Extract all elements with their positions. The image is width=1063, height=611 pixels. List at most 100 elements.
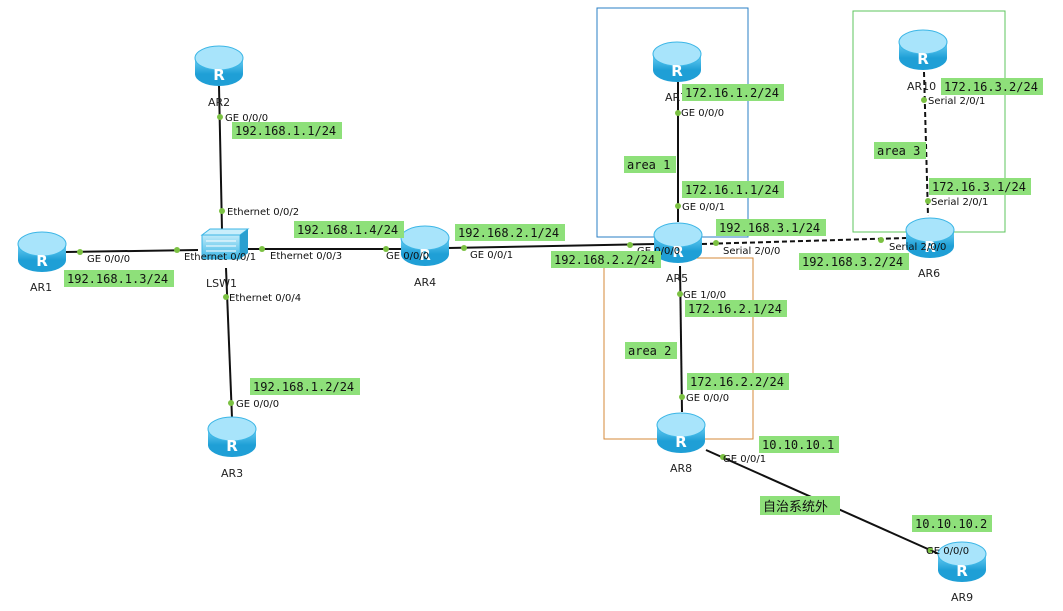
- node-label-ar1: AR1: [30, 281, 52, 294]
- svg-text:R: R: [956, 562, 968, 580]
- port-label: GE 0/0/0: [225, 113, 268, 124]
- router-icon-ar8[interactable]: R: [656, 412, 706, 453]
- ip-label-bg: [250, 378, 360, 395]
- node-label-ar7: AR7: [665, 91, 687, 104]
- port-dot: [679, 394, 685, 400]
- ip-label: 192.168.2.2/24: [554, 253, 655, 267]
- ip-label-bg: [455, 224, 565, 241]
- ip-label-bg: [912, 515, 992, 532]
- svg-text:R: R: [213, 66, 225, 84]
- area-label: area 3: [877, 144, 920, 158]
- ip-label-bg: [759, 436, 839, 453]
- node-label-ar10: AR10: [907, 80, 936, 93]
- svg-text:R: R: [36, 252, 48, 270]
- switch-icon-lsw1[interactable]: [200, 228, 250, 260]
- port-dot: [627, 242, 633, 248]
- area-label-bg: [625, 342, 677, 359]
- router-icon-ar3[interactable]: R: [207, 416, 257, 457]
- router-icon-ar4[interactable]: R: [400, 225, 450, 266]
- port-dots: [77, 97, 933, 553]
- ip-label: 172.16.2.1/24: [688, 302, 782, 316]
- port-label: GE 0/0/1: [723, 454, 766, 465]
- ip-label-bg: [716, 219, 826, 236]
- svg-text:R: R: [917, 50, 929, 68]
- ip-label: 192.168.3.2/24: [802, 255, 903, 269]
- area-label-bg: [624, 156, 676, 173]
- router-icon-ar10[interactable]: R: [898, 29, 948, 70]
- port-dot: [461, 245, 467, 251]
- ip-label-bg: [929, 178, 1031, 195]
- port-label: Serial 2/0/1: [928, 96, 985, 107]
- port-dot: [927, 547, 933, 553]
- port-dot: [219, 208, 225, 214]
- ip-label-bg: [551, 251, 661, 268]
- svg-text:R: R: [671, 62, 683, 80]
- port-dot: [878, 237, 884, 243]
- port-label: Serial 2/0/0: [889, 242, 946, 253]
- ip-label-bg: [294, 221, 404, 238]
- ip-label-bg: [682, 181, 784, 198]
- outside-as-label-bg: [760, 496, 840, 515]
- port-label: GE 0/0/0: [386, 251, 429, 262]
- ip-label-bg: [685, 300, 787, 317]
- port-label: Ethernet 0/0/4: [229, 293, 301, 304]
- port-label: Ethernet 0/0/1: [184, 252, 256, 263]
- node-label-ar5: AR5: [666, 272, 688, 285]
- svg-text:R: R: [672, 243, 684, 261]
- link-lsw1-ar3: [225, 267, 233, 419]
- port-dot: [720, 454, 726, 460]
- area-label-bg: [874, 142, 926, 159]
- ip-label-bg: [682, 84, 784, 101]
- router-icon-ar7[interactable]: R: [652, 41, 702, 82]
- outside-as-label: 自治系统外: [763, 500, 828, 515]
- port-label: Ethernet 0/0/3: [270, 251, 342, 262]
- port-label: GE 0/0/1: [682, 202, 725, 213]
- ip-label: 172.16.2.2/24: [690, 375, 784, 389]
- router-icon-ar2[interactable]: R: [194, 45, 244, 86]
- link-ar5-ar6: [701, 237, 907, 245]
- node-label-ar4: AR4: [414, 276, 436, 289]
- node-label-ar6: AR6: [918, 267, 940, 280]
- port-label: GE 0/0/0: [236, 399, 279, 410]
- ip-label: 172.16.1.2/24: [685, 86, 779, 100]
- port-label: GE 0/0/0: [681, 108, 724, 119]
- port-label: GE 1/0/0: [683, 290, 726, 301]
- ip-label: 10.10.10.1: [762, 438, 834, 452]
- link-ar2-lsw1: [218, 85, 223, 231]
- port-label: Ethernet 0/0/2: [227, 207, 299, 218]
- router-icon-ar9[interactable]: R: [937, 541, 987, 582]
- ip-label: 192.168.1.1/24: [235, 124, 336, 138]
- ip-label-bg: [232, 122, 342, 139]
- port-dot: [675, 203, 681, 209]
- ip-label-bg: [687, 373, 789, 390]
- router-icon-ar1[interactable]: R: [17, 231, 67, 272]
- port-label: GE 0/0/0: [926, 546, 969, 557]
- port-label: GE 0/0/1: [470, 250, 513, 261]
- node-label-ar3: AR3: [221, 467, 243, 480]
- port-label: Serial 2/0/0: [723, 246, 780, 257]
- ip-label: 192.168.1.2/24: [253, 380, 354, 394]
- router-icon-ar6[interactable]: R: [905, 217, 955, 258]
- port-dot: [921, 97, 927, 103]
- port-dot: [259, 246, 265, 252]
- port-dot: [217, 114, 223, 120]
- svg-text:R: R: [226, 437, 238, 455]
- port-label: GE 0/0/0: [686, 393, 729, 404]
- node-label-ar9: AR9: [951, 591, 973, 604]
- port-dot: [383, 246, 389, 252]
- svg-text:R: R: [924, 238, 936, 256]
- ip-label: 192.168.2.1/24: [458, 226, 559, 240]
- ip-label: 192.168.1.3/24: [67, 272, 168, 286]
- svg-text:R: R: [419, 246, 431, 264]
- node-label-ar2: AR2: [208, 96, 230, 109]
- node-label-lsw1: LSW1: [206, 277, 237, 290]
- port-label: Serial 2/0/1: [931, 197, 988, 208]
- area-label: area 1: [627, 158, 670, 172]
- ip-label-bg: [799, 253, 909, 270]
- link-ar4-ar5: [447, 243, 656, 249]
- ip-label-bg: [941, 78, 1043, 95]
- ip-label: 172.16.3.1/24: [932, 180, 1026, 194]
- router-icon-ar5[interactable]: R: [653, 222, 703, 263]
- ip-label: 10.10.10.2: [915, 517, 987, 531]
